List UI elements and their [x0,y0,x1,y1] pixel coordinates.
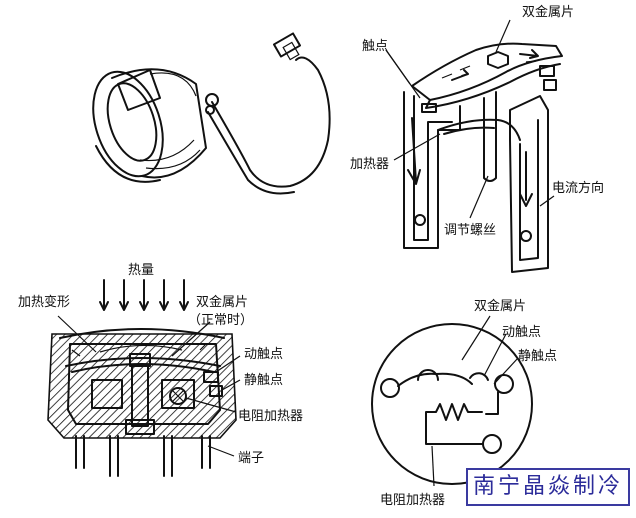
label-moving-contact-right: 动触点 [502,325,541,340]
label-terminal: 端子 [238,451,264,466]
label-bimetal-right: 双金属片 [474,298,526,314]
circuit-schematic-illustration [371,315,533,487]
protector-device-illustration [92,32,331,195]
label-current-direction: 电流方向 [552,180,604,196]
label-resistive-heater-bottom: 电阻加热器 [380,493,445,508]
label-resistive-heater: 电阻加热器 [238,409,303,424]
label-contact-top: 触点 [362,39,388,54]
label-moving-contact: 动触点 [244,347,283,362]
label-static-contact: 静触点 [244,373,283,388]
cross-section-illustration [47,279,241,477]
label-adjust-screw: 调节螺丝 [444,223,496,238]
label-heat-deform: 加热变形 [18,294,70,310]
label-normal: （正常时） [188,313,253,328]
watermark-badge: 南宁晶焱制冷 [466,468,630,506]
label-bimetal-top: 双金属片 [522,4,574,20]
label-heater-top: 加热器 [350,157,389,172]
label-static-contact-right: 静触点 [518,349,557,364]
label-bimetal-mid: 双金属片 [196,294,248,310]
bimetal-current-illustration [385,19,563,273]
label-heat: 热量 [128,263,154,278]
